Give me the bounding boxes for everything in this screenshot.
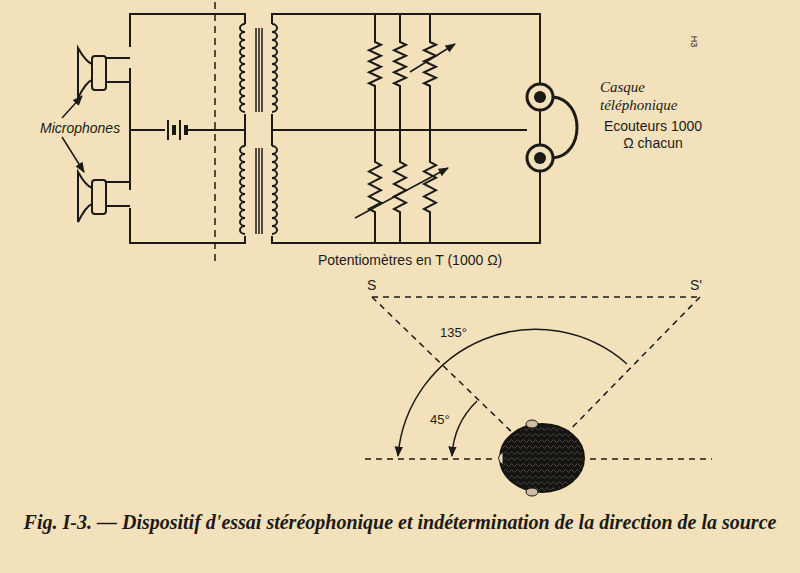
coil-winding [272,146,277,234]
battery-symbol [184,125,188,135]
construction-line [560,297,700,440]
transformer-core [255,148,257,234]
angle-arc [452,401,477,456]
part-label: Casque téléphonique [600,78,710,114]
resistor-symbol [369,130,381,243]
earpiece-symbol [534,152,546,164]
earpiece-symbol [527,145,553,171]
wire [130,14,245,47]
part-label: Potentiomètres en T (1000 Ω) [318,252,502,269]
leader-line [62,137,84,172]
microphone-symbol [78,172,92,222]
battery-symbol [168,120,186,140]
part-label: Ecouteurs 1000 Ω chacun [598,118,708,152]
microphone-symbol [92,56,106,90]
earpiece-symbol [527,84,553,171]
transformer-core [256,28,262,234]
part-label: Microphones [40,120,120,137]
potentiometer-arrow [355,168,448,218]
transformer-core [258,148,260,234]
angle-label: 135° [440,325,467,341]
construction-line [365,458,492,460]
transformer-core [261,148,263,234]
wire [130,68,165,130]
earpiece-symbol [534,91,546,103]
resistor-symbol [424,14,436,130]
resistor-symbol [369,14,436,243]
resistor-symbol [394,130,406,243]
microphone-symbol [78,48,92,98]
construction-line [372,297,520,440]
wire [244,114,246,146]
figure-caption: Fig. I-3. — Dispositif d'essai stéréopho… [20,510,780,535]
head-figure [526,488,538,496]
coil-winding [272,24,277,112]
resistor-symbol [424,130,436,243]
resistor-symbol [369,14,381,130]
wire [106,2,577,262]
head-figure [526,420,538,428]
transformer-core [255,28,257,112]
battery-symbol [172,125,176,135]
wire [553,97,577,158]
leader-line [62,96,82,118]
microphone-symbol [92,180,106,214]
head-figure [499,420,585,496]
wire [130,208,245,243]
wire [272,14,540,84]
wire [186,129,245,131]
potentiometer-arrow [355,44,455,218]
head-figure [499,452,504,465]
transformer-core [261,28,263,112]
wire [539,110,541,145]
battery-symbol [167,120,169,140]
point-label: S' [690,277,702,294]
coil-winding [240,24,245,112]
potentiometer-arrow [410,44,455,72]
transformer-core [258,28,260,112]
head-figure [500,424,584,492]
wire [272,171,540,243]
resistor-symbol [394,14,406,130]
mark: H3 [688,36,699,48]
coil-winding [240,24,277,234]
battery-symbol [179,120,181,140]
construction-line [372,296,700,298]
earpiece-symbol [527,84,553,110]
angle-label: 45° [430,412,450,428]
point-label: S [367,277,376,294]
construction-line [590,458,712,460]
coil-winding [240,146,245,234]
wire [214,2,216,262]
